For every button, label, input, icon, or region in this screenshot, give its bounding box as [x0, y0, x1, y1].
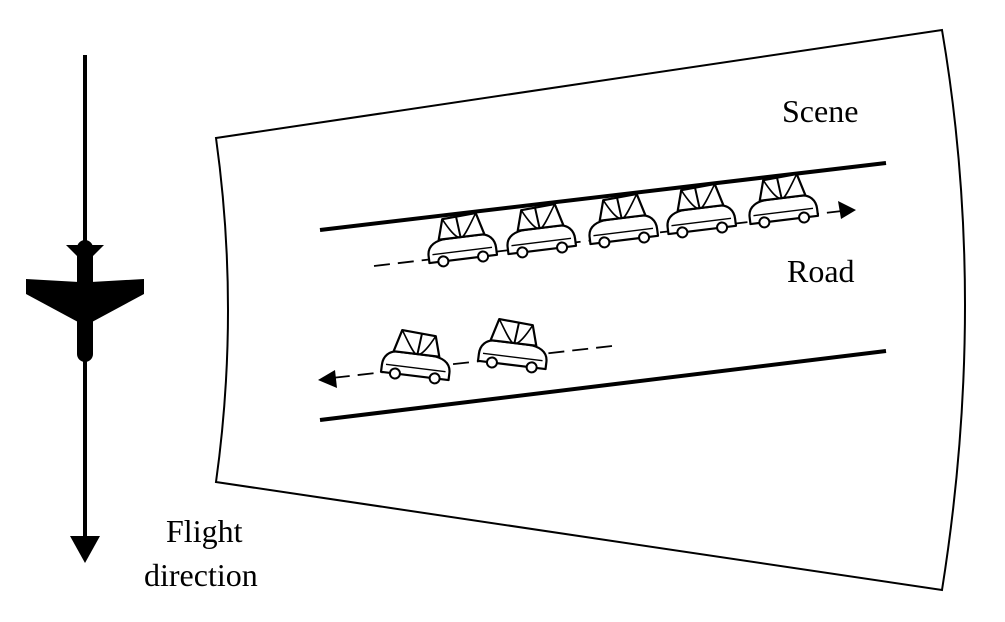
- road-edge-lower: [319, 349, 887, 422]
- flight-direction-label-line2: direction: [144, 557, 258, 593]
- lower-lane-arrowhead: [318, 370, 337, 388]
- car-icon: [584, 191, 660, 251]
- car-icon: [423, 210, 499, 270]
- car-icon: [476, 316, 552, 376]
- scene-boundary: [214, 28, 966, 592]
- flight-direction-label-line1: Flight: [166, 513, 243, 549]
- car-icon: [662, 181, 738, 241]
- flight-direction-arrowhead: [70, 536, 100, 563]
- car-icon: [502, 201, 578, 261]
- airplane-icon: [26, 240, 144, 362]
- upper-lane-arrowhead: [838, 201, 856, 219]
- road-label: Road: [787, 253, 855, 289]
- scene-label: Scene: [782, 93, 858, 129]
- lower-lane-trajectory: [331, 345, 613, 379]
- car-icon: [379, 327, 455, 387]
- car-icon: [744, 171, 820, 231]
